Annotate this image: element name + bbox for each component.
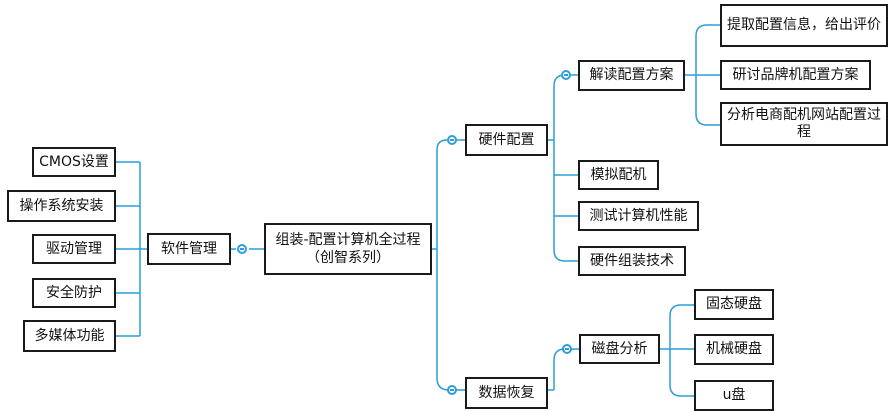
topic-disk-analysis[interactable]: 磁盘分析: [579, 334, 660, 364]
root-topic[interactable]: 组装-配置计算机全过程（创智系列）: [264, 223, 432, 275]
collapse-toggle-software[interactable]: [237, 244, 247, 254]
topic-brand-config-plan[interactable]: 研讨品牌机配置方案: [720, 60, 871, 90]
topic-performance-test[interactable]: 测试计算机性能: [578, 201, 699, 231]
topic-multimedia[interactable]: 多媒体功能: [23, 320, 116, 352]
topic-security[interactable]: 安全防护: [32, 278, 116, 308]
topic-hardware-config[interactable]: 硬件配置: [465, 124, 548, 156]
topic-software-management[interactable]: 软件管理: [147, 233, 231, 265]
topic-extract-config-info[interactable]: 提取配置信息，给出评价: [720, 4, 888, 47]
topic-simulate-config[interactable]: 模拟配机: [578, 160, 659, 190]
topic-hdd[interactable]: 机械硬盘: [694, 334, 774, 365]
topic-ssd[interactable]: 固态硬盘: [694, 289, 774, 320]
topic-cmos-settings[interactable]: CMOS设置: [32, 147, 116, 177]
collapse-toggle-read-config[interactable]: [561, 70, 571, 80]
topic-usb-disk[interactable]: u盘: [694, 380, 774, 411]
topic-hardware-assembly[interactable]: 硬件组装技术: [578, 246, 686, 276]
topic-read-config-plan[interactable]: 解读配置方案: [578, 60, 685, 91]
collapse-toggle-disk-analysis[interactable]: [562, 344, 572, 354]
topic-data-recovery[interactable]: 数据恢复: [465, 377, 548, 409]
collapse-toggle-recovery[interactable]: [447, 385, 457, 395]
topic-ecommerce-config[interactable]: 分析电商配机网站配置过程: [720, 102, 888, 146]
topic-driver-management[interactable]: 驱动管理: [32, 234, 116, 264]
collapse-toggle-hardware[interactable]: [447, 135, 457, 145]
topic-os-install[interactable]: 操作系统安装: [7, 190, 116, 222]
